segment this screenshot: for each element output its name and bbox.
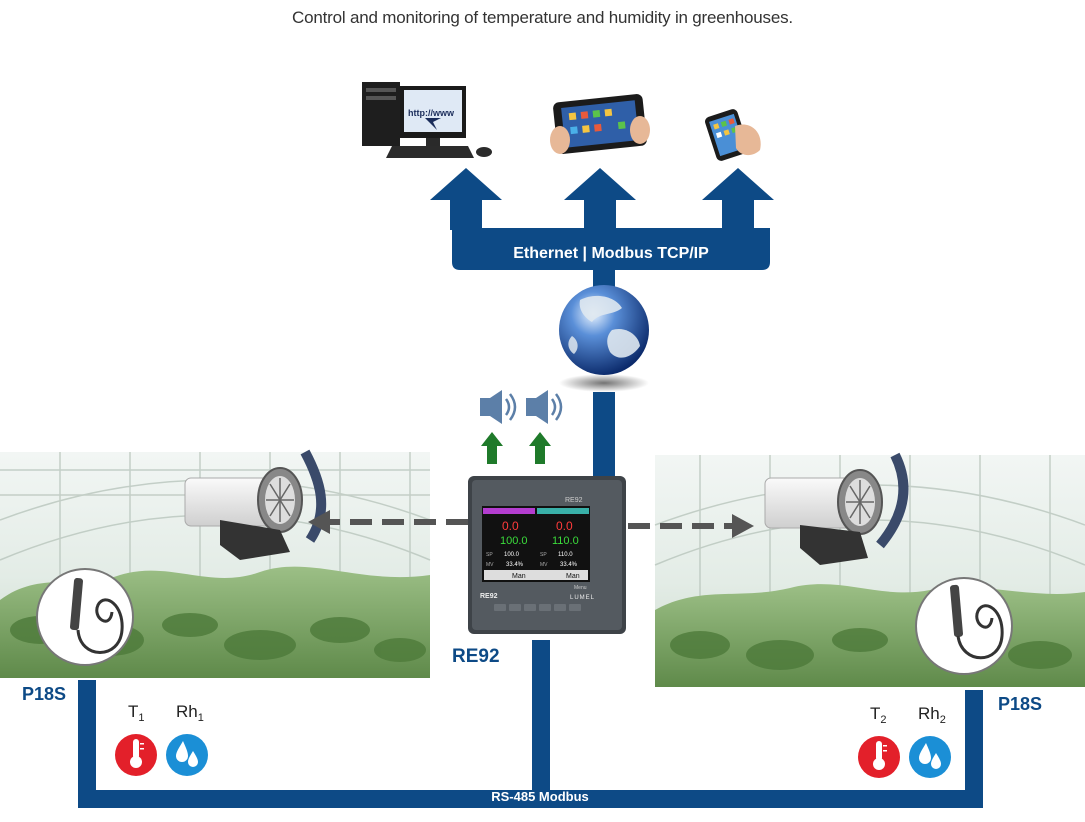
controller-name-label: RE92: [452, 646, 500, 667]
ch2-pv: 0.0: [556, 519, 573, 533]
heater-left-icon: [184, 449, 327, 560]
ch1-mv: 33.4%: [506, 562, 524, 568]
control-arrow-left: [308, 510, 468, 534]
ch1-sv: 100.0: [500, 535, 528, 547]
sensor-left-icon: [36, 568, 134, 666]
humidity-icon-left: [166, 734, 208, 776]
ch2-sp-label: SP: [540, 552, 547, 558]
ch1-pv: 0.0: [502, 519, 519, 533]
ch1-mv-label: MV: [486, 562, 494, 568]
globe-icon: [559, 285, 649, 392]
controller-uplink: [593, 392, 615, 478]
heater-right-icon: [764, 452, 909, 565]
speaker-icon-1: [480, 390, 517, 424]
re92-controller: [468, 476, 626, 634]
menu-label: Menu: [574, 585, 587, 591]
sensor-left-label: P18S: [22, 684, 67, 704]
rs485-bus: [78, 640, 983, 808]
rs485-label: RS-485 Modbus: [491, 789, 589, 804]
sensor-right-label: P18S: [998, 694, 1043, 714]
ch2-mv-label: MV: [540, 562, 548, 568]
rh2-label: Rh2: [918, 704, 946, 726]
controller-brand: LUMEL: [570, 595, 595, 601]
ch2-sv: 110.0: [552, 535, 579, 547]
t1-label: T1: [128, 702, 145, 724]
ch2-sp: 110.0: [558, 552, 573, 558]
humidity-icon-right: [909, 736, 951, 778]
alarm-output-arrow-1: [481, 432, 503, 464]
page-title: Control and monitoring of temperature an…: [292, 8, 793, 27]
smartphone-icon: [705, 109, 761, 161]
alarm-output-arrow-2: [529, 432, 551, 464]
ch2-mode: Man: [566, 573, 580, 580]
thermometer-icon-left: [115, 734, 157, 776]
ethernet-bus: [430, 168, 774, 298]
controller-face-model: RE92: [480, 593, 498, 600]
tablet-icon: [550, 94, 650, 154]
control-arrow-right: [628, 514, 754, 538]
ch1-sp-label: SP: [486, 552, 493, 558]
ch1-sp: 100.0: [504, 552, 520, 558]
ethernet-label: Ethernet | Modbus TCP/IP: [513, 245, 709, 262]
pc-screen-text: http://www: [408, 108, 455, 118]
t2-label: T2: [870, 704, 887, 726]
thermometer-icon-right: [858, 736, 900, 778]
sensor-right-icon: [915, 577, 1013, 675]
controller-model-badge: RE92: [565, 497, 583, 504]
ch1-mode: Man: [512, 573, 526, 580]
speaker-icon-2: [526, 390, 563, 424]
ch2-mv: 33.4%: [560, 562, 578, 568]
desktop-computer-icon: [362, 82, 492, 158]
rh1-label: Rh1: [176, 702, 204, 724]
